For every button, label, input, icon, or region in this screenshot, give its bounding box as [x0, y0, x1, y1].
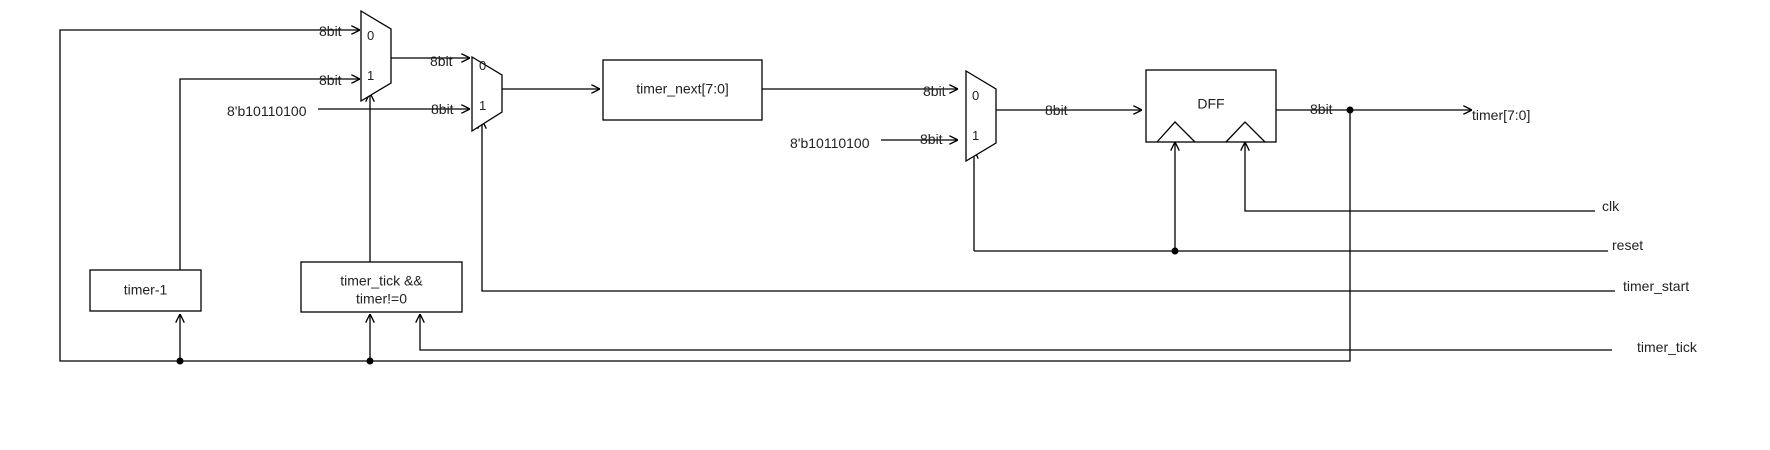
bus-width-label: 8bit [319, 23, 342, 39]
bus-width-label: 8bit [430, 53, 453, 69]
timer-minus-1-block [89, 269, 202, 312]
clk-wire [1245, 142, 1595, 212]
mux-1-pin-1: 1 [367, 68, 374, 83]
mux-3-pin-1: 1 [972, 128, 979, 143]
timer-tick-port-label: timer_tick [1637, 339, 1698, 355]
timer-tick-wire [420, 314, 1612, 351]
tick-condition-block [300, 261, 463, 313]
junction-dot [1346, 106, 1354, 114]
bus-width-label: 8bit [1310, 101, 1333, 117]
mux-3-pin-0: 0 [972, 88, 979, 103]
timer-minus-1-wire [179, 79, 360, 270]
reset-constant-label: 8'b10110100 [227, 103, 307, 119]
reset-port-label: reset [1612, 237, 1643, 253]
reset-constant-label: 8'b10110100 [790, 135, 870, 151]
mux-1 [360, 9, 392, 103]
mux-1-pin-0: 0 [367, 28, 374, 43]
junction-dot [176, 357, 184, 365]
bus-width-label: 8bit [923, 83, 946, 99]
bus-width-label: 8bit [1045, 102, 1068, 118]
mux-2-pin-0: 0 [479, 58, 486, 73]
timer-next-label: timer_next[7:0] [636, 81, 729, 97]
junction-dot [366, 357, 374, 365]
timer-next-block [602, 59, 763, 121]
bus-width-label: 8bit [920, 131, 943, 147]
mux-2-pin-1: 1 [479, 98, 486, 113]
feedback-wire [59, 30, 1351, 362]
junction-dot [1171, 247, 1179, 255]
timer-minus-1-label: timer-1 [124, 282, 168, 298]
clk-port-label: clk [1602, 198, 1620, 214]
mux-2 [471, 55, 503, 133]
bus-width-label: 8bit [319, 72, 342, 88]
output-port-label: timer[7:0] [1472, 107, 1530, 123]
dff-label: DFF [1197, 96, 1224, 112]
dff-clock-triangle [1225, 121, 1266, 143]
mux2-select-wire [482, 120, 1615, 292]
tick-condition-label-line2: timer!=0 [356, 291, 407, 307]
tick-condition-label-line1: timer_tick && [340, 273, 423, 289]
dff-reset-triangle [1156, 121, 1196, 143]
mux-3 [965, 69, 997, 163]
timer-start-port-label: timer_start [1623, 278, 1689, 294]
bus-width-label: 8bit [431, 101, 454, 117]
